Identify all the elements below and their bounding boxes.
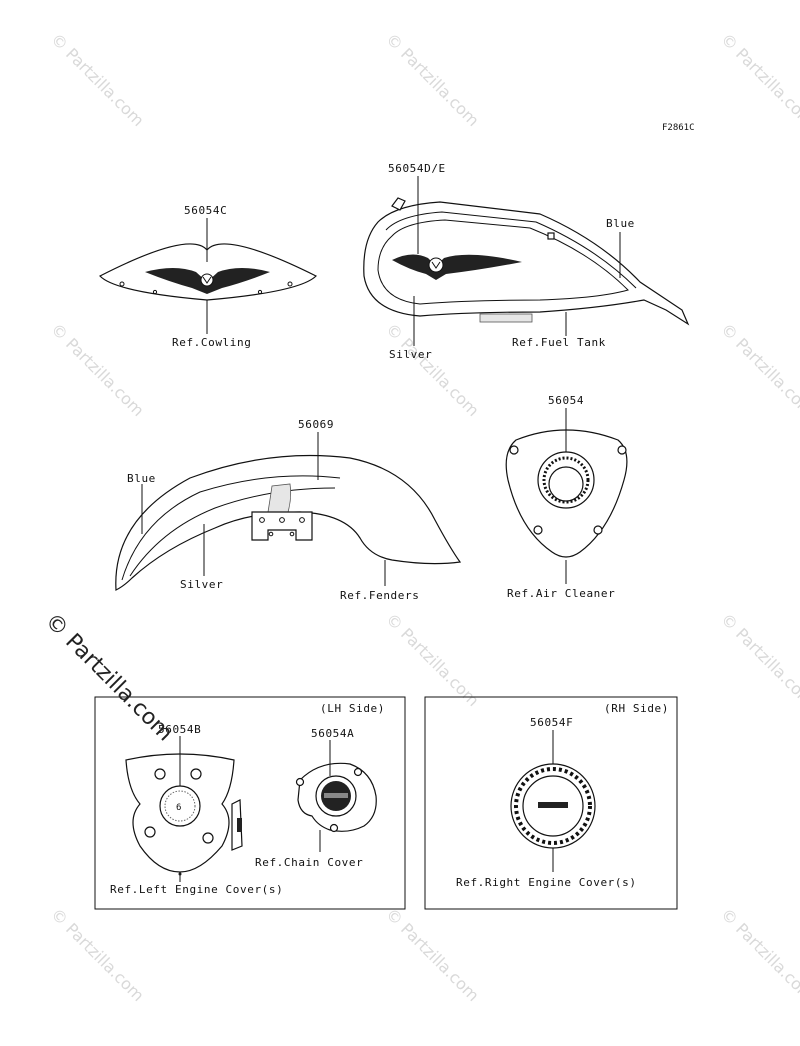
lh-side-label: (LH Side) <box>320 702 385 715</box>
right-engine-part-number: 56054F <box>530 716 573 729</box>
watermark-text: © Partzilla.com <box>382 609 483 710</box>
cover-screw <box>593 525 603 535</box>
cover-bolt <box>353 767 363 777</box>
watermark-text: © Partzilla.com <box>717 904 800 1005</box>
tank-ref-label: Ref.Fuel Tank <box>512 336 606 349</box>
left-engine-ref-label: Ref.Left Engine Cover(s) <box>110 883 283 896</box>
bracket-hole <box>268 531 274 537</box>
right-cover-logo <box>538 802 568 808</box>
fuel-tank-body <box>363 201 690 326</box>
fender-blue-label: Blue <box>127 472 156 485</box>
lh-side-frame <box>94 696 406 910</box>
air-cleaner-part-number: 56054 <box>548 394 584 407</box>
emblem-gauge-ticks <box>164 790 196 822</box>
tank-stripe-outline <box>377 219 629 305</box>
bracket-hole <box>279 517 285 523</box>
watermark-text: © Partzilla.com <box>382 319 483 420</box>
fender-inner-stripe <box>129 487 336 577</box>
cover-screw <box>617 445 627 455</box>
tank-emblem <box>392 254 522 280</box>
chain-emblem-logo <box>324 793 348 798</box>
cowling-decal-group: 56054C Ref.Cowling <box>99 204 318 349</box>
cowling-part-number: 56054C <box>184 204 227 217</box>
cover-screw <box>533 525 543 535</box>
watermark-text: © Partzilla.com <box>47 319 148 420</box>
cover-screw <box>509 445 519 455</box>
cowling-emblem <box>145 268 270 294</box>
screw-hole <box>287 281 293 287</box>
lh-side-panel: (LH Side) 6 56054B Ref.Left Engine Cover… <box>94 696 406 910</box>
cover-bolt <box>154 768 166 780</box>
emblem-knurl <box>542 456 590 504</box>
fender-blue-stripe <box>121 475 341 581</box>
screw-hole <box>257 289 263 295</box>
cowling-panel <box>99 243 318 301</box>
rh-side-label: (RH Side) <box>604 702 669 715</box>
emblem-mark: 6 <box>176 803 181 813</box>
tank-breather <box>391 197 406 211</box>
chain-ref-label: Ref.Chain Cover <box>255 856 363 869</box>
figure-code: F2861C <box>662 123 695 133</box>
chain-part-number: 56054A <box>311 727 354 740</box>
watermark-text: © Partzilla.com <box>47 904 148 1005</box>
tank-blue-stripe <box>385 211 637 289</box>
rh-side-frame <box>424 696 678 910</box>
bracket-hole <box>289 531 295 537</box>
watermark-text: © Partzilla.com <box>47 29 148 130</box>
left-engine-part-number: 56054B <box>158 723 201 736</box>
fender-bracket <box>251 511 313 541</box>
tank-bracket <box>479 313 533 323</box>
bracket-hole <box>299 517 305 523</box>
cover-bolt <box>202 832 214 844</box>
watermark-text: © Partzilla.com <box>382 29 483 130</box>
watermark-text: © Partzilla.com <box>717 609 800 710</box>
cover-bolt <box>295 777 305 787</box>
bracket-hole <box>259 517 265 523</box>
fender-part-number: 56069 <box>298 418 334 431</box>
fender-group: 56069 Blue Silver Ref.Fenders <box>115 418 462 602</box>
cover-knurl <box>514 767 592 845</box>
fender-ref-label: Ref.Fenders <box>340 589 419 602</box>
emblem-face <box>548 466 584 502</box>
watermark-text: © Partzilla.com <box>717 319 800 420</box>
tank-silver-label: Silver <box>389 348 432 361</box>
air-cleaner-ref-label: Ref.Air Cleaner <box>507 587 615 600</box>
partzilla-watermark: © Partzilla.com <box>40 609 178 747</box>
watermark-text: © Partzilla.com <box>717 29 800 130</box>
fender-center-mount <box>267 483 292 513</box>
tank-part-number: 56054D/E <box>388 162 446 175</box>
right-engine-ref-label: Ref.Right Engine Cover(s) <box>456 876 637 889</box>
cover-bolt <box>144 826 156 838</box>
cowling-ref-label: Ref.Cowling <box>172 336 251 349</box>
emblem-v-circle <box>200 273 214 287</box>
screw-hole <box>119 281 125 287</box>
fuel-tank-group: 56054D/E Blue Silver Ref.Fuel Tank <box>363 162 690 361</box>
tank-tab <box>547 232 555 240</box>
fender-silver-label: Silver <box>180 578 223 591</box>
emblem-v-circle <box>428 257 444 273</box>
emblem-v <box>431 261 441 269</box>
watermark-text: © Partzilla.com <box>382 904 483 1005</box>
screw-hole <box>152 289 158 295</box>
cover-bolt <box>190 768 202 780</box>
emblem-v <box>202 276 212 284</box>
cover-bolt <box>329 823 339 833</box>
tank-blue-label: Blue <box>606 217 635 230</box>
rh-side-panel: (RH Side) 56054F Ref.Right Engine Cover(… <box>424 696 678 910</box>
cover-tab-slot <box>237 818 242 832</box>
air-cleaner-group: 56054 Ref.Air Cleaner <box>505 394 628 600</box>
